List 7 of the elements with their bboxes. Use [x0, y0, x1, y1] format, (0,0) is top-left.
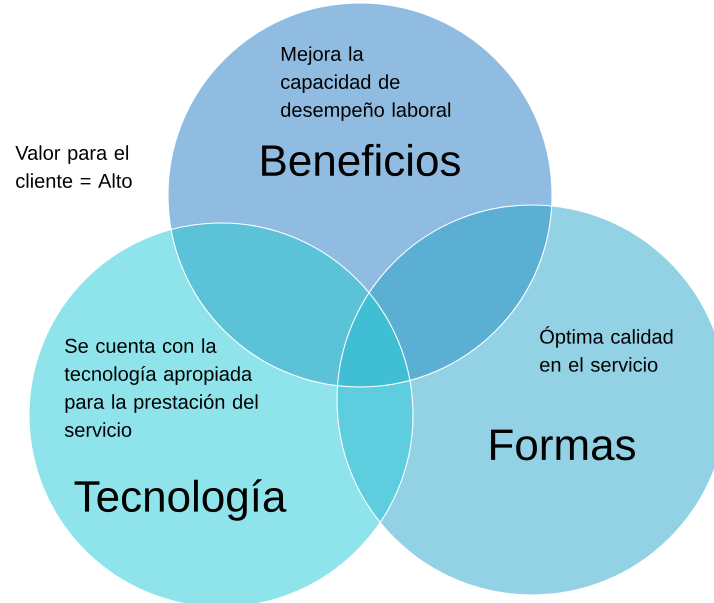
note-text: Valor para el cliente = Alto — [15, 145, 132, 188]
heading-text: Tecnología — [74, 479, 286, 521]
body-text: Óptima calidad en el servicio — [540, 326, 672, 372]
body-text: Se cuenta con la tecnología apropiada para la prestación del servicio — [64, 338, 258, 437]
body-text: Mejora la capacidad de desempeño laboral — [281, 46, 450, 121]
heading-text: Beneficios — [262, 144, 460, 176]
heading-text: Formas — [491, 430, 635, 460]
